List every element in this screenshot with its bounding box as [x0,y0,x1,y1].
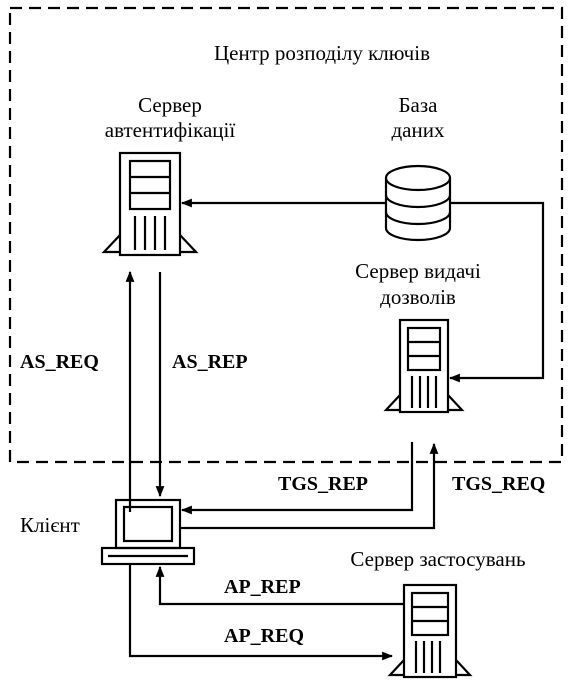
ap-req-arrow [128,564,394,661]
as-req-label: AS_REQ [20,351,99,373]
auth-server-label-line2: автентифікації [105,118,236,142]
ap-rep-label: AP_REP [224,576,301,598]
database-label-line1: База [399,93,439,117]
tgs-server-icon [383,318,465,414]
app-server-label: Сервер застосувань [350,547,525,571]
auth-server-icon [101,151,199,257]
kdc-label: Центр розподілу ключів [214,41,430,65]
database-icon [384,164,452,242]
app-server-icon [387,583,473,679]
tgs-req-label: TGS_REQ [452,473,545,495]
db-to-tgs-arrow [448,201,545,383]
database-label-line2: даних [392,118,445,142]
client-computer-icon [100,498,196,566]
tgs-rep-arrow [180,442,414,515]
client-label: Клієнт [20,513,80,537]
ap-rep-arrow [155,565,404,606]
tgs-req-arrow [180,442,439,530]
ap-req-label: AP_REQ [224,625,304,647]
auth-server-label-line1: Сервер [138,93,202,117]
tgs-server-label-line1: Сервер видачі [355,259,481,283]
tgs-server-label-line2: дозволів [380,285,456,309]
as-rep-label: AS_REP [172,351,248,373]
kdc-boundary [8,6,564,464]
tgs-rep-label: TGS_REP [278,473,368,495]
